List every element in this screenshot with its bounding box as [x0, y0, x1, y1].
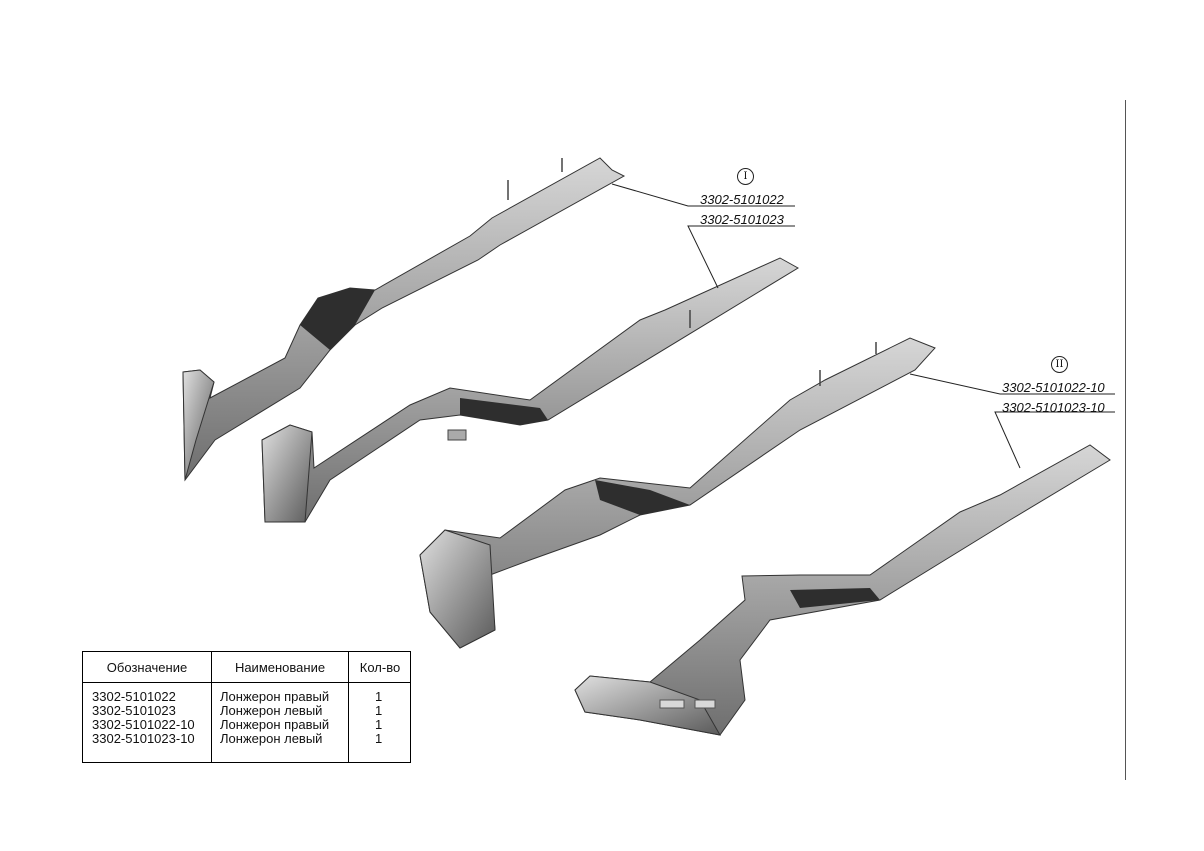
- table-column-divider: [348, 652, 349, 762]
- table-header-divider: [83, 682, 410, 683]
- side-member-right-2: [419, 337, 936, 649]
- frame-border-line: [1125, 100, 1126, 780]
- group-marker-2: II: [1051, 356, 1068, 373]
- part-number-label: 3302-5101023-10: [1002, 400, 1105, 415]
- table-cell-qty: 1: [375, 731, 383, 746]
- table-header-qty: Кол-во: [359, 660, 401, 675]
- leader-lines: [611, 183, 1115, 469]
- side-member-left-2: [574, 444, 1111, 736]
- part-number-label: 3302-5101023: [700, 212, 784, 227]
- table-cell-name: Лонжерон левый: [220, 731, 323, 746]
- table-cell-code: 3302-5101023: [92, 703, 176, 718]
- side-member-left-1: [261, 257, 799, 523]
- table-cell-code: 3302-5101023-10: [92, 731, 195, 746]
- table-cell-name: Лонжерон правый: [220, 717, 330, 732]
- table-column-divider: [211, 652, 212, 762]
- table-cell-name: Лонжерон правый: [220, 689, 330, 704]
- side-member-right-1: [182, 157, 626, 482]
- parts-table: Обозначение Наименование Кол-во 3302-510…: [82, 651, 411, 763]
- table-cell-qty: 1: [375, 689, 383, 704]
- table-header-name: Наименование: [234, 660, 326, 675]
- part-number-label: 3302-5101022-10: [1002, 380, 1105, 395]
- table-cell-code: 3302-5101022: [92, 689, 176, 704]
- table-cell-qty: 1: [375, 717, 383, 732]
- table-cell-name: Лонжерон левый: [220, 703, 323, 718]
- part-number-label: 3302-5101022: [700, 192, 784, 207]
- group-marker-1: I: [737, 168, 754, 185]
- table-cell-qty: 1: [375, 703, 383, 718]
- table-cell-code: 3302-5101022-10: [92, 717, 195, 732]
- table-header-code: Обозначение: [106, 660, 188, 675]
